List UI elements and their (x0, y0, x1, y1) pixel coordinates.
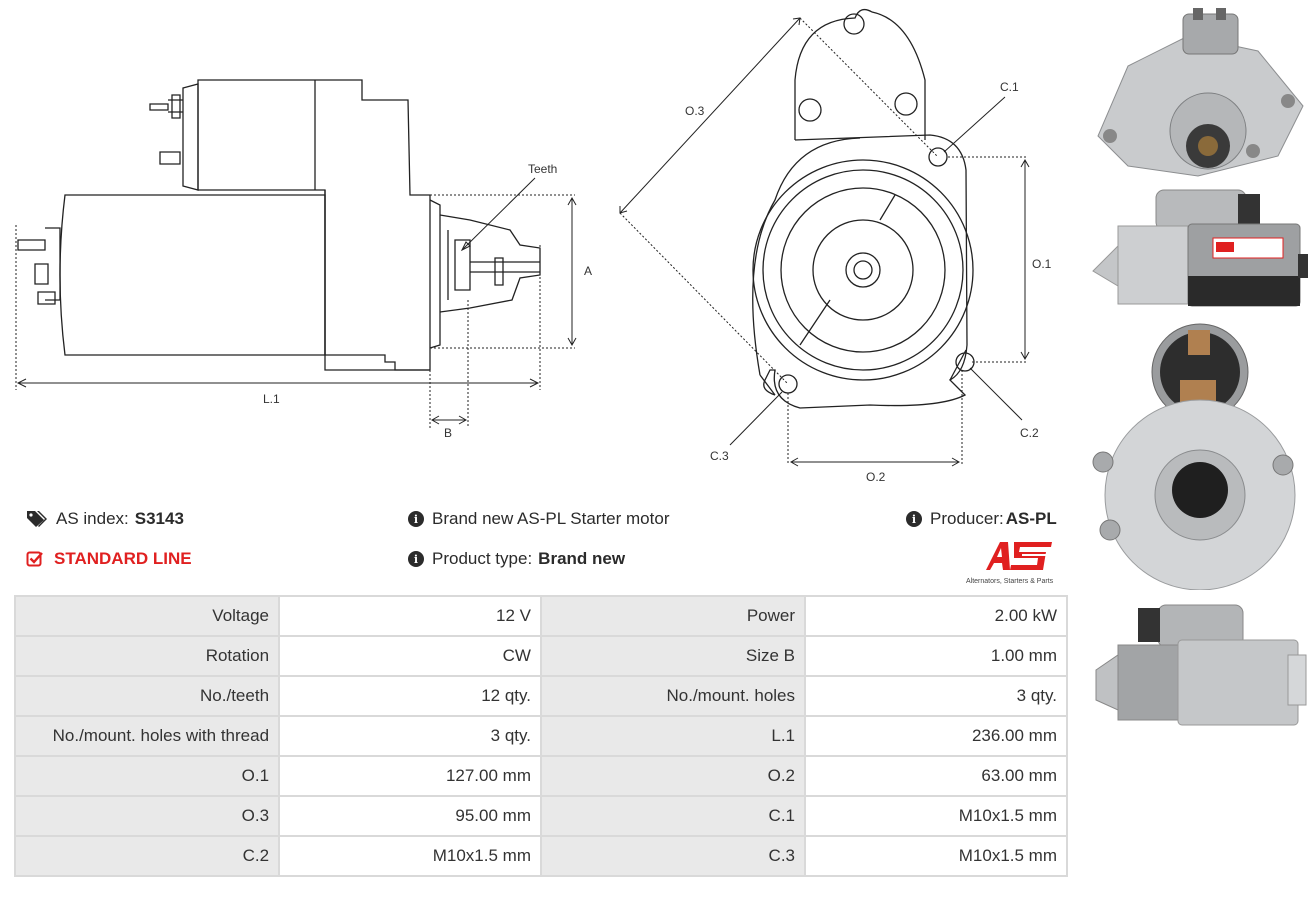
info-icon: i (408, 511, 424, 527)
spec-value: 236.00 mm (806, 717, 1066, 755)
info-icon: i (408, 551, 424, 567)
description-text: Brand new AS-PL Starter motor (432, 509, 670, 528)
spec-label: No./teeth (16, 677, 279, 715)
spec-label: C.3 (541, 837, 805, 875)
spec-value: 12 qty. (280, 677, 540, 715)
hole-c2-label: C.2 (1020, 426, 1039, 440)
dimension-o3-label: O.3 (685, 104, 705, 118)
spec-value: CW (280, 637, 540, 675)
spec-value: M10x1.5 mm (280, 837, 540, 875)
product-photo-side-2 (1088, 600, 1312, 730)
spec-label: O.1 (16, 757, 279, 795)
spec-value: M10x1.5 mm (806, 797, 1066, 835)
tags-icon (27, 511, 47, 527)
product-type-value: Brand new (538, 549, 626, 568)
as-index: AS index: S3143 (26, 509, 184, 529)
hole-c1-label: C.1 (1000, 80, 1019, 94)
dimension-o1-label: O.1 (1032, 257, 1052, 271)
product-photo-side (1088, 186, 1312, 310)
spec-label: C.2 (16, 837, 279, 875)
logo-tagline: Alternators, Starters & Parts (966, 578, 1054, 585)
front-view-drawing: O.3 O.1 O.2 C.1 C.2 C.3 (619, 8, 1052, 484)
checkbox-checked-icon (26, 551, 43, 567)
spec-value: 95.00 mm (280, 797, 540, 835)
spec-value: 3 qty. (806, 677, 1066, 715)
dimension-o2-label: O.2 (866, 470, 886, 484)
info-icon: i (906, 511, 922, 527)
spec-label: Voltage (16, 597, 279, 635)
producer: i Producer: AS-PL (906, 509, 1057, 529)
spec-label: No./mount. holes (541, 677, 805, 715)
producer-label: Producer: (930, 509, 1004, 528)
as-index-value: S3143 (134, 509, 184, 528)
standard-line-text: STANDARD LINE (54, 549, 192, 568)
spec-label: L.1 (541, 717, 805, 755)
spec-label: Power (541, 597, 805, 635)
spec-value: 3 qty. (280, 717, 540, 755)
spec-label: Size B (541, 637, 805, 675)
spec-value: 63.00 mm (806, 757, 1066, 795)
producer-value: AS-PL (1005, 509, 1057, 528)
as-index-label: AS index: (56, 509, 129, 528)
spec-value: 2.00 kW (806, 597, 1066, 635)
as-pl-logo-mark (986, 542, 1054, 570)
dimension-a-label: A (584, 264, 592, 278)
standard-line-badge: STANDARD LINE (26, 549, 192, 569)
spec-label: O.2 (541, 757, 805, 795)
product-description: i Brand new AS-PL Starter motor (408, 509, 669, 529)
dimension-l1-label: L.1 (263, 392, 280, 406)
dimension-b-label: B (444, 426, 452, 440)
spec-label: O.3 (16, 797, 279, 835)
product-type: i Product type: Brand new (408, 549, 625, 569)
spec-label: C.1 (541, 797, 805, 835)
hole-c3-label: C.3 (710, 449, 729, 463)
spec-value: 1.00 mm (806, 637, 1066, 675)
product-photo-front (1088, 6, 1312, 182)
spec-label: No./mount. holes with thread (16, 717, 279, 755)
side-view-drawing: Teeth A L.1 B (15, 79, 592, 440)
as-pl-logo: Alternators, Starters & Parts (966, 538, 1070, 585)
spec-value: 127.00 mm (280, 757, 540, 795)
spec-value: M10x1.5 mm (806, 837, 1066, 875)
product-type-label: Product type: (432, 549, 533, 568)
spec-label: Rotation (16, 637, 279, 675)
spec-value: 12 V (280, 597, 540, 635)
teeth-label: Teeth (528, 162, 557, 176)
product-photo-rear (1088, 320, 1312, 590)
